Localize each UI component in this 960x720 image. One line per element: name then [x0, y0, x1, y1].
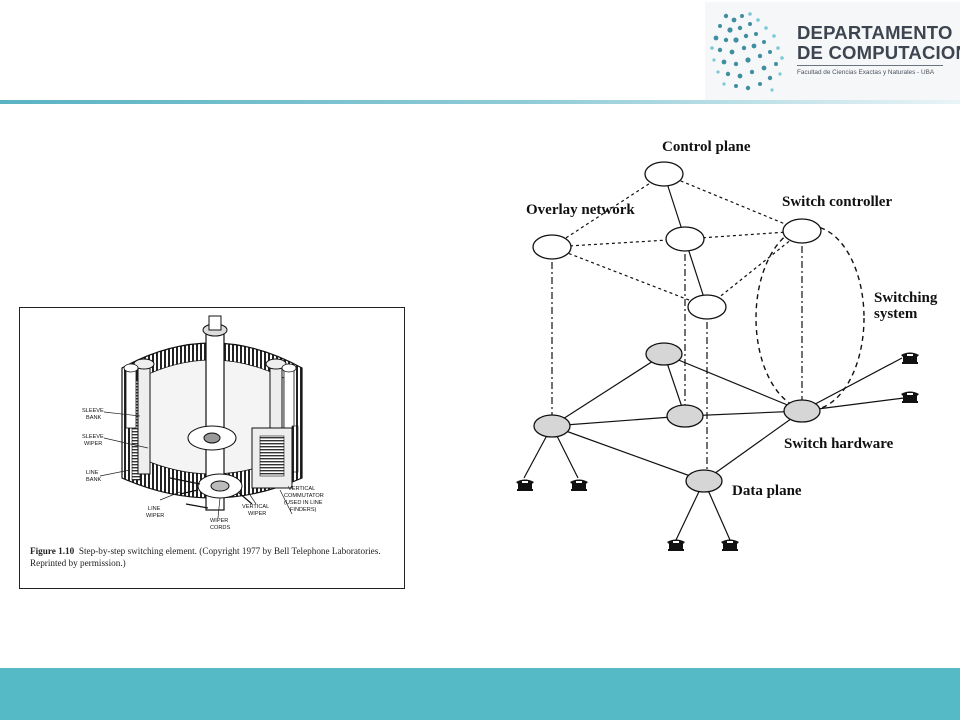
switch-controller-node — [782, 218, 822, 244]
header-divider — [0, 100, 960, 104]
telephone-icon — [570, 479, 588, 491]
label-switch-hardware: Switch hardware — [784, 436, 894, 452]
data-node-bottom — [685, 469, 723, 493]
logo-background — [705, 2, 960, 100]
telephone-icon — [901, 352, 919, 364]
label-vertical-wiper-2: WIPER — [248, 511, 266, 517]
switch-hardware-node — [783, 399, 821, 423]
figure-caption-text: Step-by-step switching element. (Copyrig… — [30, 546, 381, 568]
telephone-icon — [901, 391, 919, 403]
control-node-center — [665, 226, 705, 252]
logo-dots-mark — [710, 12, 784, 92]
label-control-plane: Control plane — [662, 139, 751, 155]
label-overlay-network: Overlay network — [526, 202, 635, 218]
label-line-bank-2: BANK — [86, 477, 102, 483]
control-node-left — [532, 234, 572, 260]
data-node-center — [666, 404, 704, 428]
label-line-wiper-1: LINE — [148, 506, 161, 512]
telephone-icon — [667, 539, 685, 551]
step-by-step-figure: SLEEVE BANK SLEEVE WIPER LINE BANK LINE … — [19, 307, 405, 589]
logo-title-line1: DEPARTAMENTO — [797, 22, 953, 43]
figure-caption: Figure 1.10 Step-by-step switching eleme… — [30, 545, 390, 569]
label-vertical-commutator-3: (USED IN LINE — [284, 500, 323, 506]
data-node-top — [645, 342, 683, 366]
control-data-plane-diagram: Control plane Overlay network Switch con… — [516, 139, 938, 551]
data-node-left — [533, 414, 571, 438]
label-vertical-wiper-1: VERTICAL — [242, 504, 269, 510]
label-data-plane: Data plane — [732, 483, 802, 499]
label-wiper-cords-2: CORDS — [210, 525, 230, 531]
switching-element-illustration: SLEEVE BANK SLEEVE WIPER LINE BANK LINE … — [82, 315, 324, 531]
logo-divider — [797, 65, 943, 66]
label-vertical-commutator-4: FINDERS) — [290, 507, 317, 513]
footer-band — [0, 668, 960, 720]
figure-caption-label: Figure 1.10 — [30, 546, 75, 556]
label-sleeve-wiper-2: WIPER — [84, 441, 102, 447]
label-line-bank-1: LINE — [86, 470, 99, 476]
label-sleeve-bank-1: SLEEVE — [82, 408, 104, 414]
label-sleeve-wiper-1: SLEEVE — [82, 434, 104, 440]
label-sleeve-bank-2: BANK — [86, 415, 102, 421]
label-vertical-commutator-2: COMMUTATOR — [284, 493, 324, 499]
label-switching-system-1: Switching — [874, 290, 938, 306]
label-switching-system-2: system — [874, 306, 918, 322]
telephone-icon — [721, 539, 739, 551]
label-vertical-commutator-1: VERTICAL — [288, 486, 315, 492]
label-wiper-cords-1: WIPER — [210, 518, 228, 524]
switching-system-boundary — [755, 225, 865, 411]
label-switch-controller: Switch controller — [782, 194, 892, 210]
logo-title-line2: DE COMPUTACION — [797, 42, 960, 63]
control-node-lower — [687, 294, 727, 320]
logo-subtitle: Facultad de Ciencias Exactas y Naturales… — [797, 69, 935, 76]
label-line-wiper-2: WIPER — [146, 513, 164, 519]
control-node-top — [644, 161, 684, 187]
telephone-icon — [516, 479, 534, 491]
